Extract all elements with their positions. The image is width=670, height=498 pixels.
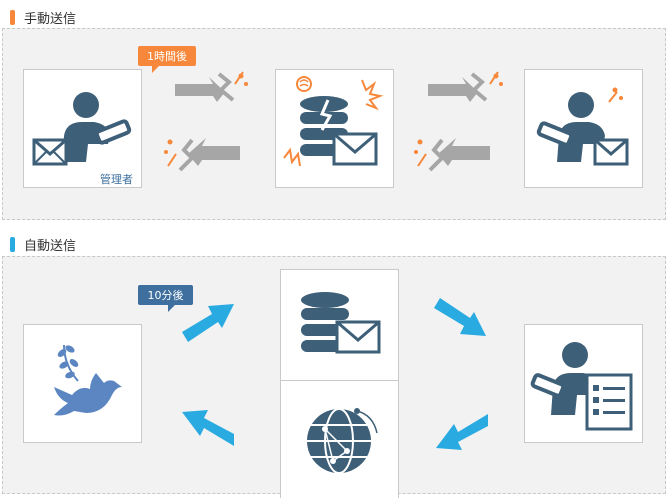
gray-arrow-icon [175, 71, 248, 102]
blue-arrow-icon [434, 298, 486, 336]
user-card-auto [524, 324, 643, 443]
dove-icon [54, 344, 122, 416]
database-icon [283, 76, 384, 167]
dove-card [23, 324, 142, 443]
auto-arrow-globe-to-dove [178, 406, 240, 452]
manual-section-title: 手動送信 [24, 12, 77, 27]
auto-arrow-server-to-user [428, 296, 490, 342]
auto-arrow-user-to-globe [432, 408, 494, 454]
database-icon [301, 292, 381, 354]
auto-section-marker [10, 237, 15, 252]
manual-arrow-to-user [426, 70, 506, 108]
gray-arrow-icon [428, 71, 503, 102]
user-card-manual [524, 69, 643, 188]
admin-person-icon [32, 92, 132, 166]
manual-arrow-to-server-return [412, 134, 492, 174]
auto-section-header: 自動送信 [4, 233, 204, 255]
manual-arrow-to-admin [162, 134, 242, 174]
user-person-icon [536, 87, 629, 166]
gray-arrow-icon [414, 138, 490, 172]
auto-arrow-dove-to-server [176, 298, 238, 344]
gray-arrow-icon [164, 138, 240, 172]
globe-card [280, 380, 399, 498]
blue-arrow-icon [182, 410, 234, 446]
manual-section-marker [10, 10, 15, 25]
admin-card: 管理者 [23, 69, 142, 188]
spark-icon [296, 76, 312, 92]
server-card-auto [280, 269, 399, 388]
admin-label: 管理者 [100, 173, 133, 186]
checklist-document-icon [585, 373, 633, 431]
auto-delay-badge: 10分後 [138, 285, 193, 312]
manual-arrow-to-server [173, 70, 251, 108]
blue-arrow-icon [436, 414, 488, 450]
globe-network-icon [307, 408, 378, 474]
user-person-icon [530, 342, 633, 431]
broken-lightning-icon [319, 99, 333, 131]
server-card-manual [275, 69, 394, 188]
blue-arrow-icon [182, 304, 234, 342]
manual-delay-badge: 1時間後 [138, 46, 196, 73]
manual-section-header: 手動送信 [4, 6, 204, 28]
auto-section-title: 自動送信 [24, 239, 77, 254]
